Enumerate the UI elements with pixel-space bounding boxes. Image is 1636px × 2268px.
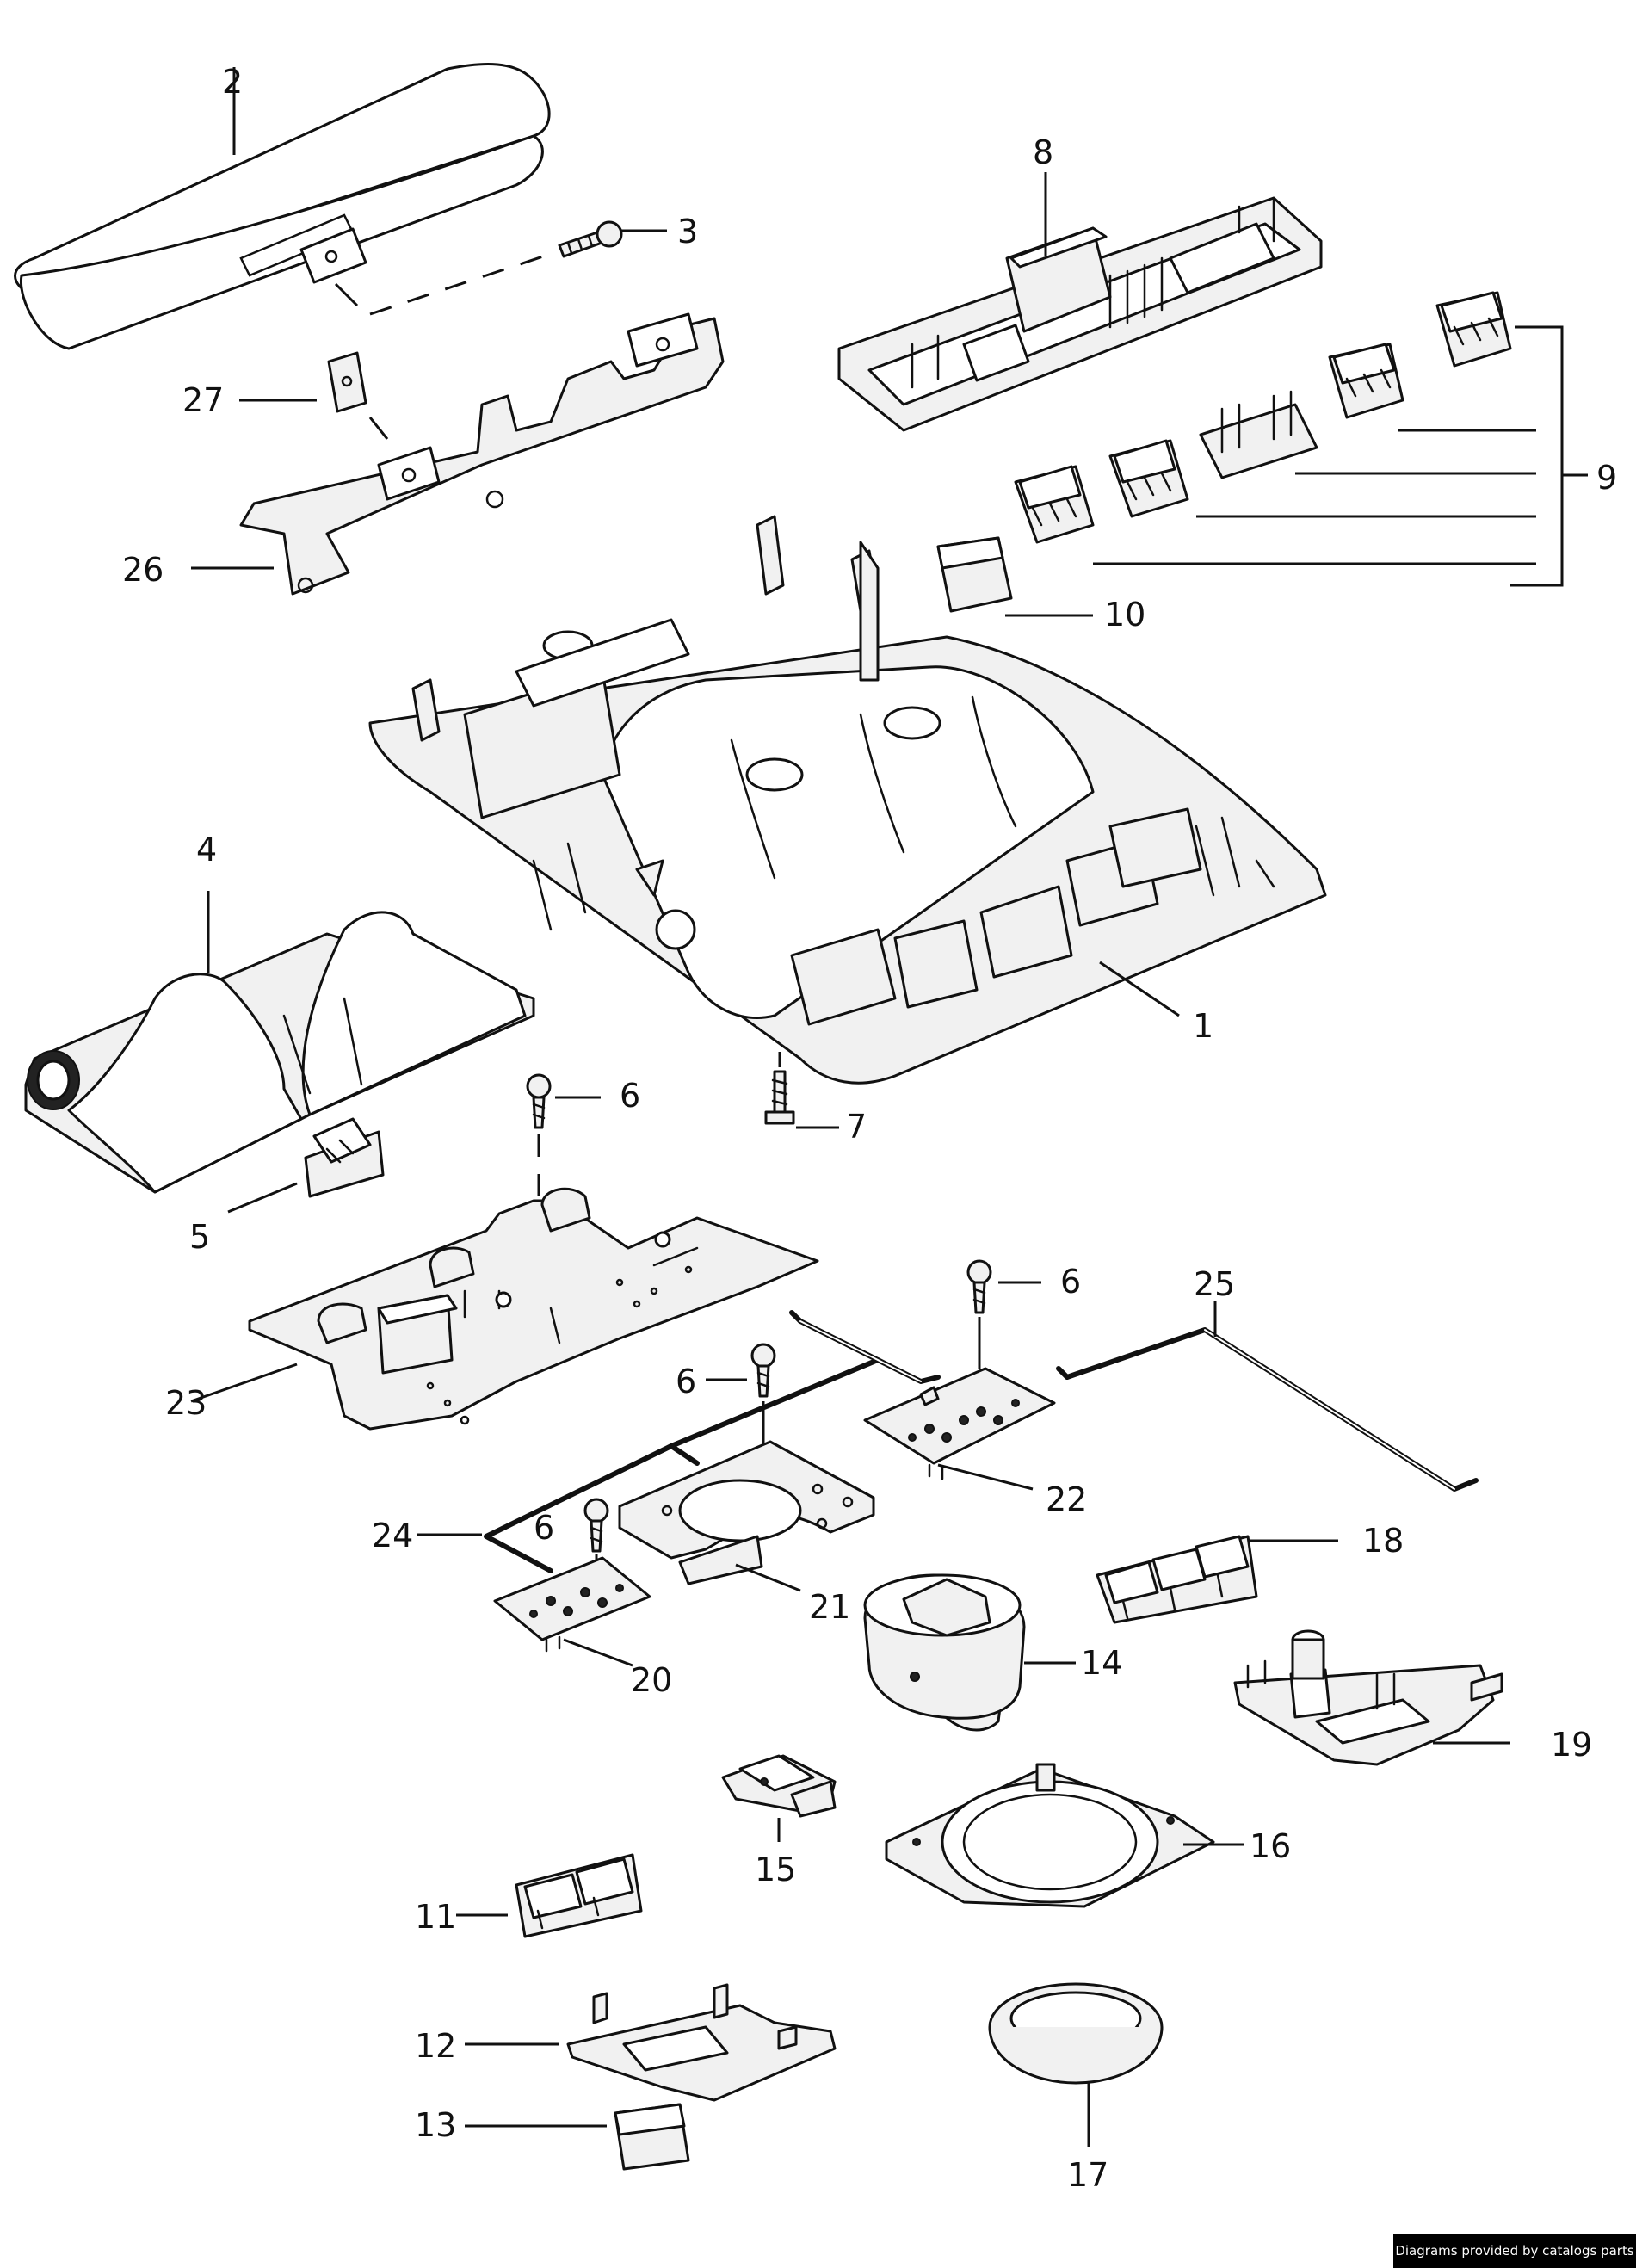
part-2-rear-view-mirror[interactable] <box>14 63 551 350</box>
credit-badge: Diagrams provided by catalogs parts <box>1393 2234 1636 2268</box>
part-4-sunglass-holder[interactable] <box>24 911 535 1194</box>
part-19-switch-panel[interactable] <box>1233 1629 1503 1766</box>
part-12-switch-panel[interactable] <box>566 1983 837 2102</box>
part-6-screw-c[interactable] <box>750 1343 776 1398</box>
part-1-roof-console-housing[interactable] <box>368 515 1327 1085</box>
part-20-small-circuit-board[interactable] <box>493 1556 651 1653</box>
part-9-switch-b[interactable] <box>1328 343 1404 419</box>
part-16-knob-bezel[interactable] <box>885 1763 1215 1908</box>
callout-17: 17 <box>1067 2156 1108 2194</box>
part-26-mounting-bracket[interactable] <box>239 312 725 596</box>
callout-20: 20 <box>631 1661 672 1699</box>
callout-26: 26 <box>122 551 164 589</box>
callout-6b: 6 <box>1060 1263 1081 1301</box>
callout-13: 13 <box>415 2106 456 2144</box>
part-9-switch-a[interactable] <box>1435 291 1512 368</box>
callout-14: 14 <box>1081 1644 1122 1682</box>
callout-22: 22 <box>1046 1480 1087 1518</box>
part-23-main-circuit-board[interactable] <box>248 1187 819 1431</box>
part-25-wiring-harness[interactable] <box>1056 1327 1479 1492</box>
part-3-screw[interactable] <box>558 220 623 258</box>
callout-19: 19 <box>1551 1726 1592 1764</box>
callout-6a: 6 <box>620 1077 640 1115</box>
part-9-switch-e[interactable] <box>1014 465 1095 544</box>
part-8-lamp-housing[interactable] <box>837 196 1323 432</box>
part-6-screw-a[interactable] <box>526 1073 552 1129</box>
callout-1: 1 <box>1193 1007 1213 1045</box>
part-18-switch-block[interactable] <box>1096 1535 1258 1624</box>
part-10-cap[interactable] <box>936 536 1013 613</box>
callout-10: 10 <box>1104 596 1145 633</box>
part-9-switch-d[interactable] <box>1108 439 1189 518</box>
callout-8: 8 <box>1033 133 1053 171</box>
part-7-screw[interactable] <box>764 1070 795 1125</box>
callout-6c: 6 <box>676 1363 696 1400</box>
callout-7: 7 <box>846 1108 867 1146</box>
callout-27: 27 <box>182 381 224 419</box>
callout-24: 24 <box>372 1517 413 1554</box>
part-11-double-switch[interactable] <box>515 1853 643 1938</box>
callout-4: 4 <box>196 831 217 868</box>
callout-5: 5 <box>189 1218 210 1256</box>
part-27-clip[interactable] <box>327 351 367 413</box>
part-13-cap[interactable] <box>614 2103 690 2171</box>
part-24-wiring-harness[interactable] <box>484 1310 941 1573</box>
callout-6d: 6 <box>534 1509 554 1547</box>
callout-25: 25 <box>1194 1265 1235 1303</box>
callout-3: 3 <box>677 213 698 250</box>
callout-9: 9 <box>1596 459 1617 497</box>
callout-15: 15 <box>755 1851 796 1888</box>
part-5-latch[interactable] <box>304 1117 385 1198</box>
callout-18: 18 <box>1362 1522 1404 1560</box>
part-21-mounting-plate[interactable] <box>618 1440 875 1585</box>
callout-11: 11 <box>415 1898 456 1936</box>
part-22-small-circuit-board[interactable] <box>863 1367 1056 1480</box>
callout-16: 16 <box>1250 1827 1291 1865</box>
callout-23: 23 <box>165 1384 207 1422</box>
part-6-screw-b[interactable] <box>966 1259 992 1314</box>
callout-21: 21 <box>809 1588 850 1626</box>
part-6-screw-d[interactable] <box>583 1498 609 1553</box>
part-9-switch-c[interactable] <box>1199 390 1318 479</box>
callout-2: 2 <box>222 63 243 101</box>
part-14-rotary-knob[interactable] <box>863 1573 1026 1732</box>
part-15-bracket[interactable] <box>721 1754 837 1818</box>
callout-12: 12 <box>415 2027 456 2065</box>
part-17-ring[interactable] <box>988 1982 1164 2085</box>
